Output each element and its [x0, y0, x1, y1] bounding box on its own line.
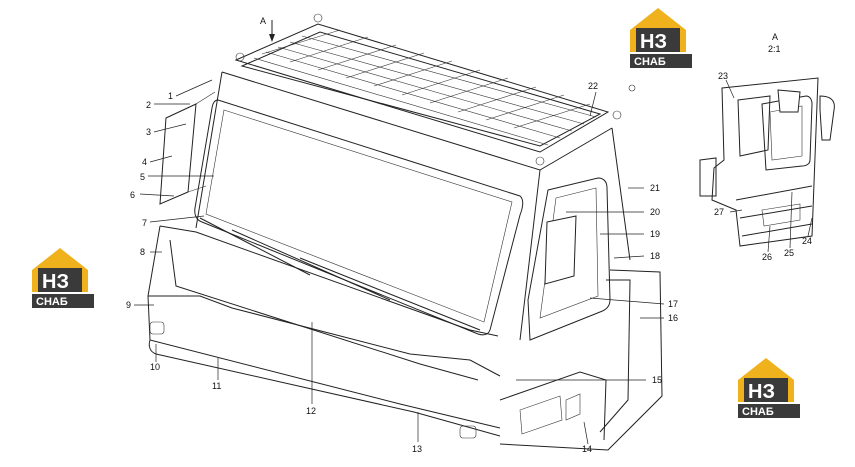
callout-10: 10: [150, 362, 160, 372]
callout-25: 25: [784, 248, 794, 258]
callout-24: 24: [802, 236, 812, 246]
leader-lines: [134, 79, 813, 445]
callout-26: 26: [762, 252, 772, 262]
detail-a-scale: 2:1: [768, 44, 781, 54]
callout-1: 1: [168, 91, 173, 101]
side-mirror-left: [159, 103, 197, 205]
side-door: [527, 177, 611, 341]
logo-watermark-bottom: НЗ СНАБ: [738, 358, 800, 418]
callout-20: 20: [650, 207, 660, 217]
callout-21: 21: [650, 183, 660, 193]
callout-3: 3: [146, 127, 151, 137]
callout-5: 5: [140, 172, 145, 182]
logo-text: СНАБ: [36, 296, 68, 308]
callout-22: 22: [588, 81, 598, 91]
logo-watermark-left: НЗ СНАБ: [32, 248, 94, 308]
callout-7: 7: [142, 218, 147, 228]
callout-19: 19: [650, 229, 660, 239]
callout-14: 14: [582, 444, 592, 454]
logo-text: СНАБ: [742, 406, 774, 418]
callout-15: 15: [652, 375, 662, 385]
callout-9: 9: [126, 300, 131, 310]
logo-mark: НЗ: [748, 381, 775, 403]
callout-6: 6: [130, 190, 135, 200]
callout-18: 18: [650, 251, 660, 261]
callout-16: 16: [668, 313, 678, 323]
wipers: [199, 217, 481, 331]
logo-mark: НЗ: [640, 31, 667, 53]
roof-rack: [234, 13, 636, 166]
callout-12: 12: [306, 406, 316, 416]
callout-13: 13: [412, 444, 422, 454]
view-a-label: A: [260, 16, 266, 26]
callout-labels: 1 2 3 4 5 6 7 8 9 10 11 12 13 14 15 16 1…: [126, 71, 812, 454]
callout-23: 23: [718, 71, 728, 81]
detail-a-title: A: [772, 32, 778, 42]
side-mirror-right: [544, 215, 577, 285]
logo-watermark-top: НЗ СНАБ: [630, 8, 692, 68]
callout-11: 11: [212, 381, 221, 391]
cab-drawing: [147, 13, 663, 451]
callout-17: 17: [668, 299, 678, 309]
callout-27: 27: [714, 207, 724, 217]
callout-2: 2: [146, 100, 151, 110]
windshield: [194, 99, 524, 336]
callout-4: 4: [142, 157, 147, 167]
logo-text: СНАБ: [634, 56, 666, 68]
callout-8: 8: [140, 247, 145, 257]
detail-a-drawing: [699, 77, 835, 247]
logo-mark: НЗ: [42, 271, 69, 293]
